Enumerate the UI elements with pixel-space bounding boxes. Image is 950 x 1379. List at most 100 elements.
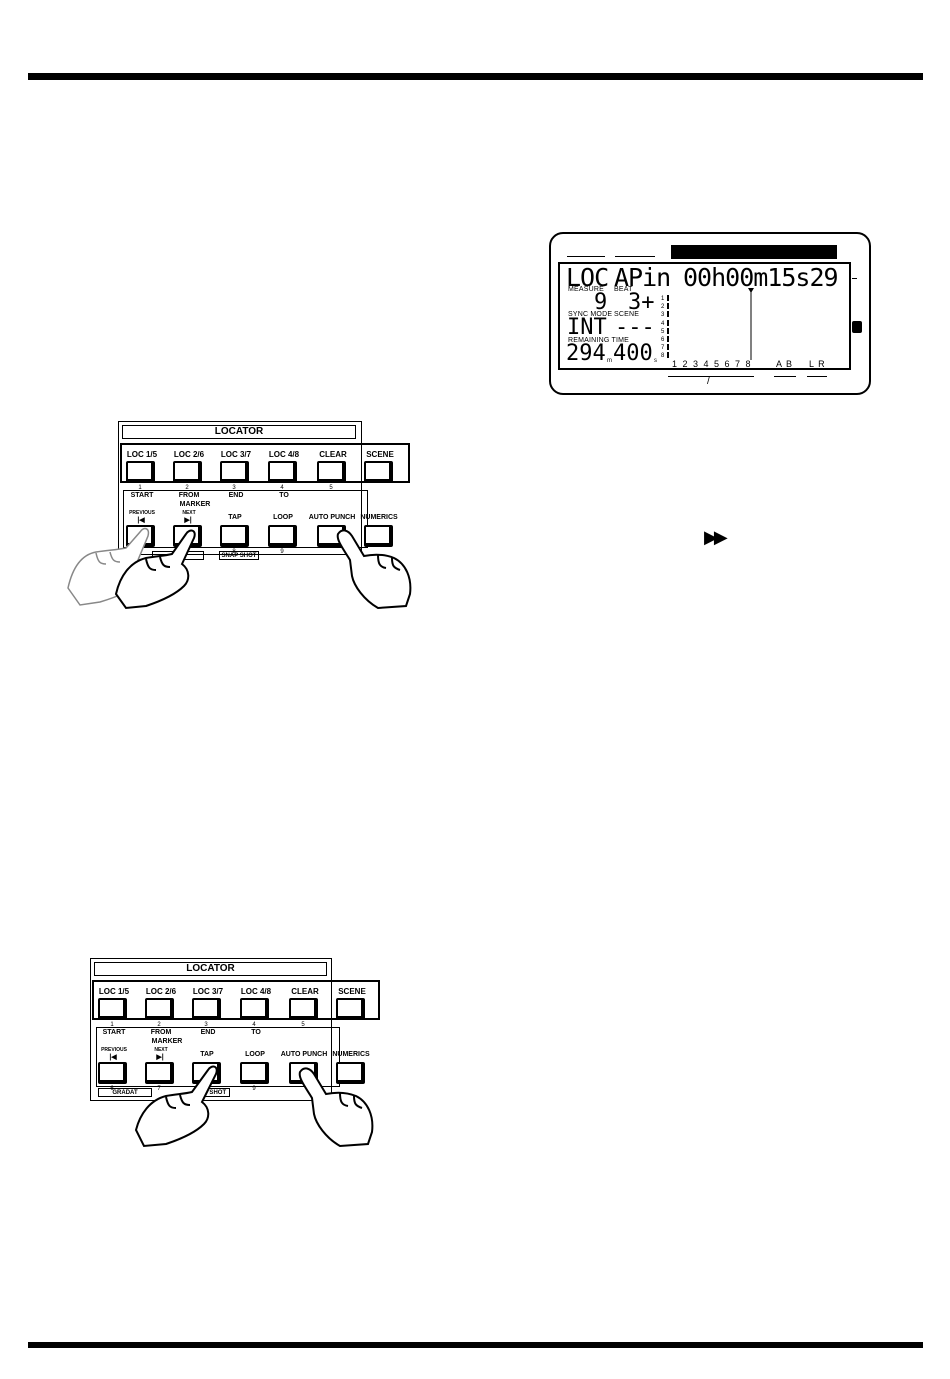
panel-bottom-button[interactable] <box>220 525 249 547</box>
panel-top-button[interactable] <box>126 461 155 483</box>
panel-sub-label: END <box>228 492 244 499</box>
lcd-tab-1 <box>567 256 605 257</box>
lcd-meter-row-label: 7 <box>661 345 665 352</box>
lcd-lr-underline <box>807 376 827 377</box>
panel-top-number: 4 <box>280 485 284 491</box>
panel1-title: LOCATOR <box>122 425 356 439</box>
lcd-measure-label: MEASURE <box>568 286 605 293</box>
panel-top-button-label: LOC 4/8 <box>240 987 272 996</box>
panel1-top-row-box <box>120 443 410 483</box>
panel-bottom-number: 7 <box>157 1086 161 1092</box>
lcd-black-bar <box>671 245 837 259</box>
panel-bottom-button-label: NUMERICS <box>332 1051 370 1058</box>
lcd-meter-row-label: 3 <box>661 312 665 319</box>
panel-previous-label: PREVIOUS <box>129 510 155 516</box>
panel2-title: LOCATOR <box>94 962 327 976</box>
panel-top-number: 5 <box>301 1022 305 1028</box>
panel-bottom-number: 9 <box>252 1086 256 1092</box>
lcd-mode: LOC <box>566 263 609 292</box>
panel-sub-label: TO <box>251 1029 261 1036</box>
panel1-hands-illustration <box>67 527 412 610</box>
lcd-ab: A B <box>776 359 794 369</box>
lcd-meter-row-label: 6 <box>661 337 665 343</box>
panel-bottom-button-label: NUMERICS <box>360 514 398 521</box>
lcd-channels-underline <box>668 376 754 377</box>
lcd-remaining-s-unit: s <box>654 358 657 364</box>
panel-bottom-button-label: LOOP <box>273 514 293 521</box>
panel-sub-label: START <box>102 1029 126 1036</box>
panel-top-button[interactable] <box>268 461 297 483</box>
lcd-lr: L R <box>809 359 826 369</box>
panel-top-button[interactable] <box>192 998 221 1020</box>
lcd-dash <box>852 278 857 279</box>
panel-top-number: 2 <box>157 1022 161 1028</box>
lcd-scene-label: SCENE <box>614 311 640 318</box>
panel2-bottom-frame <box>96 1027 340 1087</box>
lcd-remaining-s: 400 <box>613 341 653 366</box>
lcd-meter-bar <box>667 295 669 301</box>
lcd-meter-bar <box>667 327 669 334</box>
panel-top-button[interactable] <box>240 998 269 1020</box>
lcd-meter-bar <box>667 311 669 318</box>
lcd-meter-row-label: 4 <box>661 320 665 327</box>
panel-bottom-number: 6 <box>110 1086 114 1092</box>
panel-top-number: 3 <box>232 485 236 491</box>
lcd-meter-row-label: 5 <box>661 328 665 335</box>
panel-bottom-number: 8 <box>232 549 236 555</box>
panel-top-number: 2 <box>185 485 189 491</box>
panel-bottom-button[interactable] <box>336 1062 365 1084</box>
lcd-beat: 3+ <box>628 290 655 315</box>
panel-bottom-button[interactable] <box>98 1062 127 1084</box>
panel-sub-label: FROM <box>178 492 200 499</box>
fast-forward-icon: ▶▶ <box>704 527 728 547</box>
panel-top-button[interactable] <box>98 998 127 1020</box>
panel-top-number: 5 <box>329 485 333 491</box>
panel-top-button[interactable] <box>317 461 346 483</box>
panel-sub-label: END <box>200 1029 216 1036</box>
panel-bottom-number: 9 <box>280 549 284 555</box>
panel-top-button-label: CLEAR <box>291 987 319 996</box>
skip-forward-icon: ▶| <box>184 517 192 524</box>
lcd-screen <box>558 262 851 370</box>
lcd-meter-row-label: 8 <box>661 353 665 360</box>
top-rule <box>28 73 923 80</box>
lcd-sync: INT <box>567 315 607 340</box>
lcd-meter-bar <box>667 344 669 351</box>
skip-forward-icon: ▶| <box>156 1054 164 1061</box>
panel-top-number: 1 <box>110 1022 114 1028</box>
panel-sub-label: TO <box>279 492 289 499</box>
lcd-ab-underline <box>774 376 796 377</box>
lcd-measure: 9 <box>594 290 608 315</box>
panel-bottom-button[interactable] <box>364 525 393 547</box>
panel-bottom-button[interactable] <box>268 525 297 547</box>
lcd-playhead <box>748 288 754 360</box>
panel-top-button[interactable] <box>289 998 318 1020</box>
lcd-beat-label: BEAT <box>614 286 633 293</box>
lcd-meter-bar <box>667 336 669 342</box>
panel-marker-label: MARKER <box>151 1038 183 1045</box>
lcd-remaining-m-unit: m <box>607 358 612 364</box>
panel-top-button[interactable] <box>220 461 249 483</box>
panel-top-button[interactable] <box>145 998 174 1020</box>
panel-marker-label: MARKER <box>179 501 211 508</box>
panel-top-button[interactable] <box>173 461 202 483</box>
panel-top-button[interactable] <box>364 461 393 483</box>
panel-previous-label: PREVIOUS <box>101 1047 127 1053</box>
lcd-remaining-label: REMAINING TIME <box>568 337 630 344</box>
lcd-tab-2 <box>615 256 655 257</box>
lcd-meter-bar <box>667 303 669 310</box>
panel-top-button-label: LOC 2/6 <box>173 450 205 459</box>
panel-top-number: 3 <box>204 1022 208 1028</box>
panel-bottom-button-label: LOOP <box>245 1051 265 1058</box>
panel-bottom-button-label: AUTO PUNCH <box>308 514 356 521</box>
panel-top-button-label: LOC 3/7 <box>220 450 252 459</box>
panel-bottom-button[interactable] <box>145 1062 174 1084</box>
lcd-slash: / <box>707 376 710 387</box>
panel-top-button-label: LOC 2/6 <box>145 987 177 996</box>
panel-top-button[interactable] <box>336 998 365 1020</box>
lcd-meter-bar <box>667 352 669 359</box>
panel-next-label: NEXT <box>154 1047 168 1053</box>
panel-bottom-button[interactable] <box>240 1062 269 1084</box>
panel-top-button-label: SCENE <box>366 450 394 459</box>
skip-back-icon: |◀ <box>109 1054 117 1061</box>
